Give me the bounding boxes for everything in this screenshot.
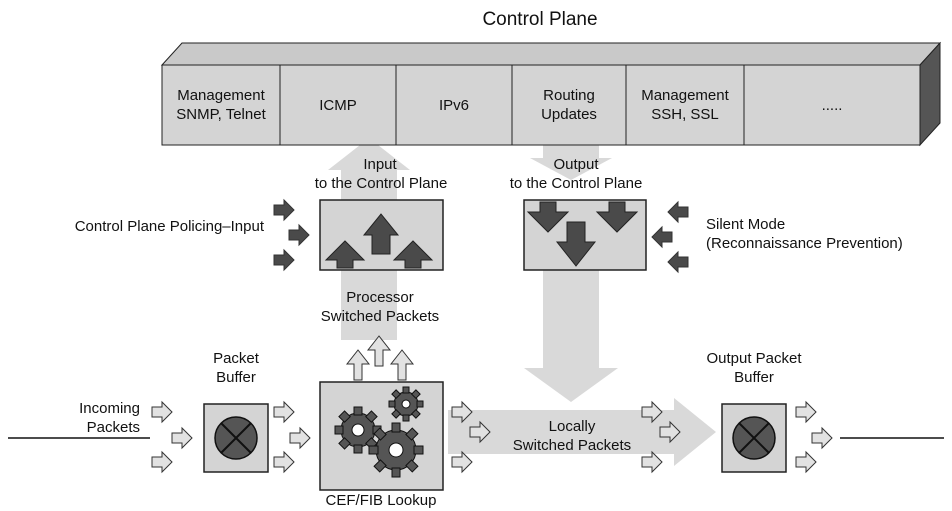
output-label-2: to the Control Plane bbox=[509, 175, 643, 192]
cell-more: ..... bbox=[744, 65, 920, 145]
buffer-out-arrows bbox=[273, 401, 311, 473]
cpp-input-label: Control Plane Policing–Input bbox=[74, 218, 264, 235]
output-flow-arrow bbox=[530, 145, 612, 180]
processor-label-1: Processor bbox=[346, 289, 414, 306]
cell-line: ..... bbox=[821, 96, 843, 114]
silent-mode-label-2: (Reconnaissance Prevention) bbox=[706, 235, 903, 252]
locally-label-2: Switched Packets bbox=[512, 437, 632, 454]
input-up-arrow-center bbox=[362, 213, 400, 255]
silent-mode-arrows bbox=[651, 201, 689, 273]
control-plane-title: Control Plane bbox=[482, 9, 598, 30]
packet-buffer-label-2: Buffer bbox=[216, 369, 256, 386]
output-buffer-out-arrows bbox=[795, 401, 833, 473]
cell-line: Routing bbox=[543, 87, 595, 104]
cell-management-snmp: Management SNMP, Telnet bbox=[162, 65, 280, 145]
cell-icmp: ICMP bbox=[280, 65, 396, 145]
control-plane-bar bbox=[161, 64, 921, 146]
cell-line: ICMP bbox=[319, 96, 357, 114]
output-label-1: Output bbox=[553, 156, 599, 173]
output-buffer-label-1: Output Packet bbox=[706, 350, 802, 367]
input-up-arrow-left bbox=[324, 240, 366, 269]
processor-label-2: Switched Packets bbox=[320, 308, 440, 325]
output-down-arrow-right bbox=[595, 201, 639, 233]
cell-line: IPv6 bbox=[438, 96, 469, 114]
packet-buffer-label-1: Packet bbox=[213, 350, 259, 367]
cef-fib-label: CEF/FIB Lookup bbox=[325, 492, 437, 509]
input-flow-arrow bbox=[328, 138, 410, 200]
output-buffer-x-icon bbox=[732, 416, 776, 460]
local-down-flow-arrow bbox=[524, 270, 618, 402]
buffer-x-icon bbox=[214, 416, 258, 460]
cell-line: Management bbox=[641, 87, 729, 104]
cell-line: Management bbox=[177, 87, 265, 104]
input-label-1: Input bbox=[363, 156, 397, 173]
cell-line: SNMP, Telnet bbox=[176, 106, 266, 123]
incoming-label-2: Packets bbox=[86, 419, 140, 436]
silent-mode-label-1: Silent Mode bbox=[706, 216, 786, 233]
cell-line: SSH, SSL bbox=[651, 106, 719, 123]
processor-flow-column bbox=[341, 270, 397, 340]
locally-label-1: Locally bbox=[548, 418, 596, 435]
gears-icon bbox=[334, 386, 424, 478]
incoming-label-1: Incoming bbox=[79, 400, 140, 417]
output-buffer-label-2: Buffer bbox=[734, 369, 774, 386]
cell-management-ssh: Management SSH, SSL bbox=[626, 65, 744, 145]
cell-routing-updates: Routing Updates bbox=[512, 65, 626, 145]
cell-ipv6: IPv6 bbox=[396, 65, 512, 145]
input-label-2: to the Control Plane bbox=[314, 175, 448, 192]
input-up-arrow-right bbox=[392, 240, 434, 269]
cpp-input-arrows bbox=[273, 199, 310, 271]
processor-up-arrows bbox=[345, 335, 415, 381]
output-down-arrow-center bbox=[555, 221, 597, 267]
cell-line: Updates bbox=[541, 106, 597, 123]
output-down-arrow-left bbox=[526, 201, 570, 233]
control-plane-top-face bbox=[160, 42, 942, 66]
incoming-arrows bbox=[151, 401, 193, 473]
